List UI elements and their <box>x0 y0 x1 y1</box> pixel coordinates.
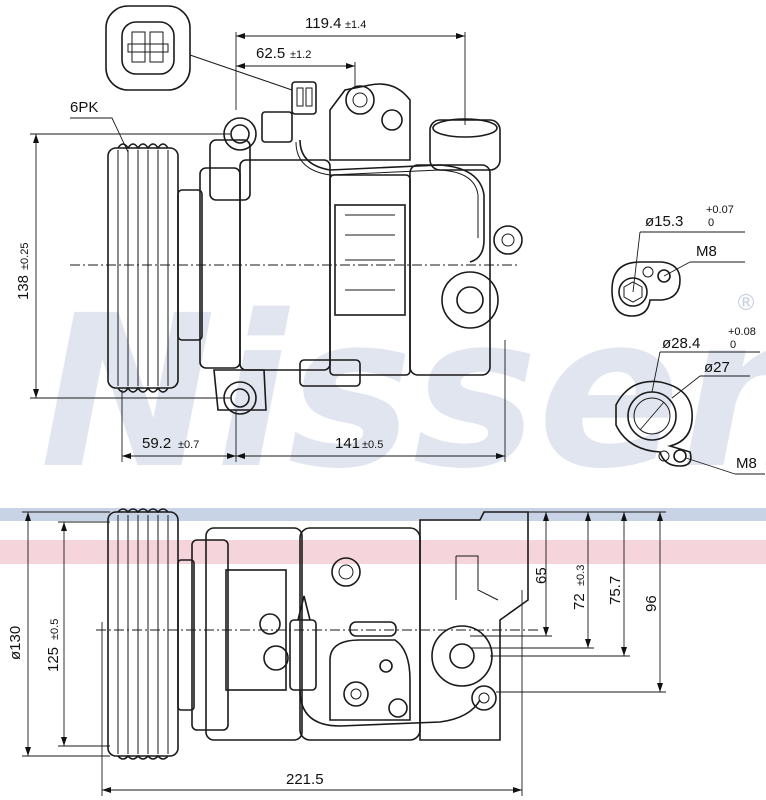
dim-pulley-diameter: ø130 <box>7 626 24 660</box>
dim-pulley-offset-tol: ±0.7 <box>178 439 199 451</box>
dim-height: 138 ±0.25 <box>15 133 230 399</box>
electrical-connector-callout <box>105 5 317 115</box>
top-view: 119.4 ±1.4 62.5 ±1.2 6PK 138 ±0.25 <box>15 5 523 462</box>
dim-75: 75.7 <box>607 576 624 605</box>
dim-connector-offset: 62.5 ±1.2 <box>236 45 356 88</box>
dim-connector-offset-value: 62.5 <box>256 45 285 62</box>
dim-overall-width: 119.4 ±1.4 <box>235 15 466 125</box>
port-large-tol-lower: 0 <box>730 339 736 351</box>
belt-label-text: 6PK <box>70 99 98 116</box>
watermark-red-stripe <box>0 540 766 564</box>
dim-mount-span-value: 141 <box>335 435 360 452</box>
dim-72: 72 <box>571 593 588 610</box>
dim-right-heights: 65 72 ±0.3 75.7 96 <box>470 511 666 693</box>
belt-label: 6PK <box>70 99 129 153</box>
dim-bolt-circle: 125 <box>45 647 62 672</box>
dim-overall-width-value: 119.4 <box>305 15 341 32</box>
port-small-thread: M8 <box>696 243 717 260</box>
port-detail-small: ø15.3 +0.07 0 M8 <box>611 204 745 317</box>
dim-bolt-circle-tol: ±0.5 <box>49 619 61 640</box>
dim-connector-offset-tol: ±1.2 <box>290 49 311 61</box>
registered-mark: ® <box>735 291 757 316</box>
dim-72-tol: ±0.3 <box>575 565 587 586</box>
port-small-tol-lower: 0 <box>708 217 714 229</box>
dim-height-value: 138 <box>15 275 32 300</box>
port-large-tol-upper: +0.08 <box>728 326 756 338</box>
dim-pulley-diameters: ø130 125 ±0.5 <box>7 511 110 757</box>
dim-mount-span-tol: ±0.5 <box>362 439 383 451</box>
dim-65: 65 <box>533 567 550 584</box>
dim-pulley-offset-value: 59.2 <box>142 435 171 452</box>
side-view: ø130 125 ±0.5 65 72 ±0.3 75.7 <box>7 508 666 796</box>
dim-overall-length: 221.5 <box>101 590 523 796</box>
port-large-thread: M8 <box>736 455 757 472</box>
port-large-inner-diameter: ø27 <box>704 359 730 376</box>
watermark-blue-stripe <box>0 508 766 521</box>
compressor-body-side <box>299 511 529 741</box>
port-detail-large: ø28.4 +0.08 0 ø27 M8 <box>615 326 765 475</box>
port-small-tol-upper: +0.07 <box>706 204 734 216</box>
dim-overall-width-tol: ±1.4 <box>345 19 366 31</box>
dim-height-tol: ±0.25 <box>19 243 31 270</box>
port-large-diameter: ø28.4 <box>662 335 700 352</box>
dim-96: 96 <box>643 595 660 612</box>
dim-overall-length-value: 221.5 <box>286 771 324 788</box>
port-small-diameter: ø15.3 <box>645 213 683 230</box>
dim-bottom-top-view: 59.2 ±0.7 141 ±0.5 <box>121 340 506 462</box>
